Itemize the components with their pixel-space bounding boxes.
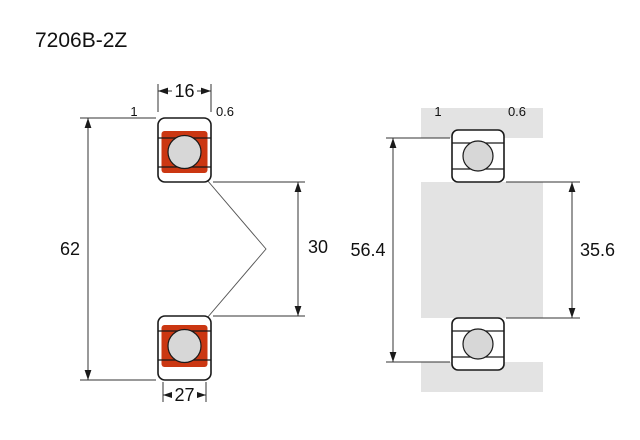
extension-lines [506, 181, 580, 319]
dim-outer-diameter: 62 [60, 117, 156, 381]
extension-lines [213, 181, 305, 317]
dim-label-inner-width: 27 [174, 385, 194, 405]
dim-housing-abutment: 56.4 [350, 137, 450, 363]
page-title: 7206B-2Z [35, 29, 127, 52]
ball-bottom [462, 328, 494, 360]
dim-label-shaft-abutment: 35.6 [580, 240, 615, 260]
shaft-abutment-block [421, 182, 543, 318]
ball-top [167, 134, 202, 170]
label-backing [172, 387, 197, 403]
chamfer-label-outer: 1 [130, 104, 137, 119]
cross-section-view: 62 16 1 0.6 30 [60, 81, 328, 405]
dim-bore-diameter: 30 [213, 181, 328, 317]
chamfer-label-inner: 0.6 [216, 104, 234, 119]
ball-top [462, 140, 494, 172]
extension-lines [386, 137, 450, 363]
dim-label-width: 16 [174, 81, 194, 101]
dim-label-housing-abutment: 56.4 [350, 240, 385, 260]
mounted-bearing-top [451, 129, 505, 183]
dim-shaft-abutment: 35.6 [506, 181, 615, 319]
chamfer-label-outer: 1 [434, 104, 441, 119]
dim-label-bore: 30 [308, 237, 328, 257]
extension-lines [80, 117, 156, 381]
mounted-bearing-bottom [451, 317, 505, 371]
ball-bottom [167, 328, 202, 364]
dim-inner-width: 27 [162, 382, 207, 405]
chamfer-label-inner: 0.6 [508, 104, 526, 119]
dim-width: 16 [157, 81, 212, 112]
mounting-view: 1 0.6 56.4 35.6 [350, 104, 615, 392]
bearing-section-top [157, 117, 212, 183]
bearing-section-bottom [157, 315, 212, 381]
label-backing [172, 83, 197, 99]
dim-label-outer-diameter: 62 [60, 239, 80, 259]
